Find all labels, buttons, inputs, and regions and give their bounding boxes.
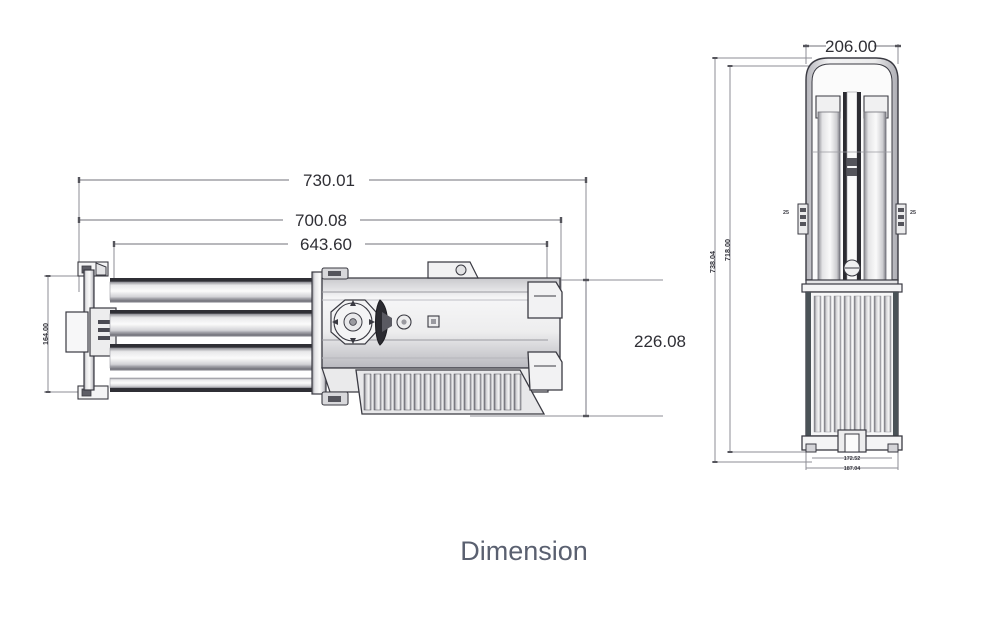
column-left bbox=[817, 111, 841, 281]
dimension-rail-length: 643.60 bbox=[112, 235, 549, 254]
dimension-label-inner-height: 718.00 bbox=[723, 239, 732, 261]
dimension-label-overall-width: 206.00 bbox=[825, 37, 877, 56]
adjustment-knobs bbox=[321, 267, 349, 406]
rail-marker-lower bbox=[847, 168, 857, 176]
side-view: 730.01 700.08 643.60 bbox=[41, 171, 686, 418]
heatsink-body bbox=[805, 291, 899, 437]
dimension-base-width-inner: 172.52 bbox=[812, 456, 892, 462]
side-lug-right bbox=[895, 203, 907, 235]
rear-mount-blocks bbox=[527, 281, 563, 391]
side-view-geometry bbox=[65, 261, 563, 415]
dimension-label-left-detail: 25 bbox=[783, 210, 789, 216]
dimension-outer-height: 738.04 bbox=[708, 57, 718, 463]
base-foot-left bbox=[805, 443, 817, 453]
dimension-label-overall-height: 226.08 bbox=[634, 332, 686, 351]
front-view: 206.00 718.00 738.04 172.52 bbox=[708, 37, 916, 472]
side-lug-left bbox=[797, 203, 809, 235]
transition-flange bbox=[801, 283, 903, 293]
front-view-extension-lines bbox=[712, 44, 899, 470]
toggle-lever bbox=[375, 299, 392, 346]
front-view-geometry bbox=[797, 57, 907, 453]
ribbed-grip-block bbox=[355, 369, 546, 415]
barrel-rails bbox=[109, 278, 316, 392]
dimension-muzzle-height: 164.00 bbox=[41, 275, 51, 393]
heatsink-fins bbox=[813, 295, 892, 433]
dimension-label-outer-height: 738.04 bbox=[708, 251, 717, 273]
dimension-body-length: 700.08 bbox=[77, 211, 563, 230]
column-right bbox=[863, 111, 887, 281]
dimension-label-base-width-outer: 187.04 bbox=[844, 466, 861, 472]
dimension-label-right-detail: 25 bbox=[910, 210, 916, 216]
center-rail-right-edge bbox=[857, 92, 861, 280]
center-rail-left-edge bbox=[843, 92, 847, 280]
dimension-label-muzzle-height: 164.00 bbox=[41, 323, 50, 345]
dimension-inner-height: 718.00 bbox=[723, 65, 733, 453]
dimension-label-overall-length: 730.01 bbox=[303, 171, 355, 190]
rail-marker-upper bbox=[847, 158, 857, 166]
dimension-label-rail-length: 643.60 bbox=[300, 235, 352, 254]
dimension-label-body-length: 700.08 bbox=[295, 211, 347, 230]
center-rail bbox=[846, 91, 858, 281]
dimension-base-width-outer: 187.04 bbox=[806, 466, 898, 472]
dimension-label-base-width-inner: 172.52 bbox=[844, 456, 861, 462]
dimension-overall-length: 730.01 bbox=[77, 171, 588, 190]
grip-fins bbox=[363, 373, 522, 411]
base-foot-right bbox=[887, 443, 899, 453]
dimension-overall-width: 206.00 bbox=[803, 37, 901, 56]
drawing-caption: Dimension bbox=[460, 536, 588, 566]
base-tab-inner bbox=[844, 433, 860, 453]
muzzle-connector bbox=[65, 307, 117, 357]
rotary-hub bbox=[330, 299, 377, 345]
dimension-overall-height: 226.08 bbox=[583, 278, 686, 418]
